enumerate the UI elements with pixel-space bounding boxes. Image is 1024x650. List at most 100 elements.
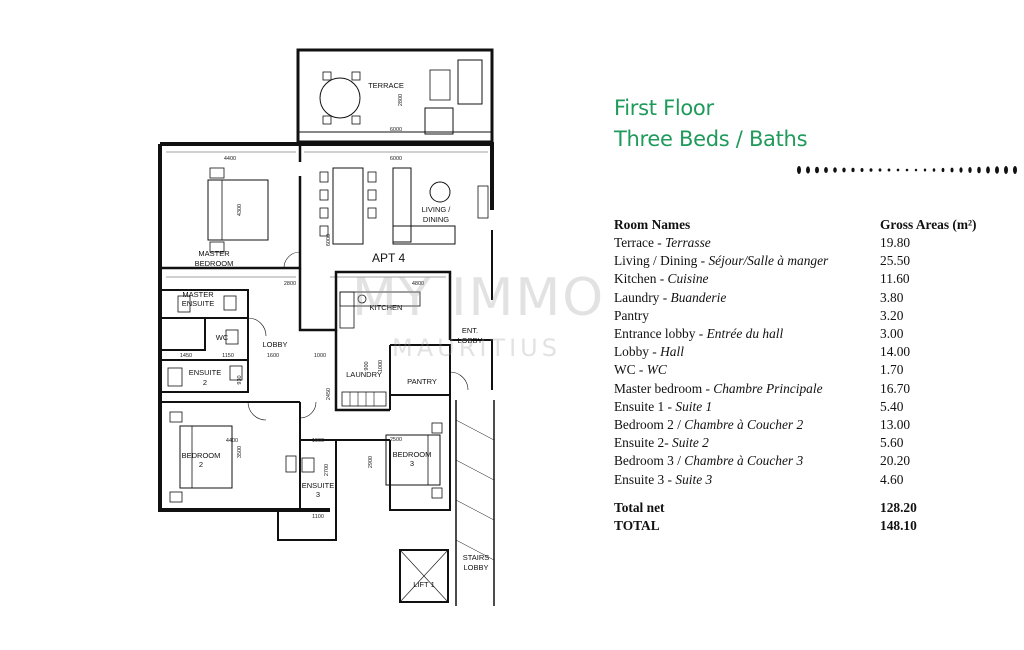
ensuite3-label-1: ENSUITE	[302, 481, 335, 490]
col-room-names: Room Names	[614, 217, 691, 232]
dim-900: 900	[364, 361, 370, 370]
room-area: 20.20	[880, 453, 911, 469]
table-row: Laundry - Buanderie 3.80	[614, 290, 994, 308]
dim-1000-a: 1000	[314, 353, 326, 359]
room-name-fr: Chambre Principale	[713, 380, 823, 396]
room-name-en: Ensuite 3 -	[614, 471, 676, 487]
room-area: 16.70	[880, 380, 911, 396]
dim-kitchen-w: 4800	[412, 281, 424, 287]
room-name-en: Laundry -	[614, 289, 671, 305]
room-area: 5.40	[880, 398, 904, 414]
dim-1150: 1150	[222, 353, 234, 359]
dining-table	[332, 167, 364, 245]
layout-heading: Three Beds / Baths	[614, 127, 808, 151]
terrace-label: TERRACE	[368, 81, 404, 90]
room-name: Kitchen - Cuisine	[614, 271, 708, 287]
table-row: Kitchen - Cuisine 11.60	[614, 271, 994, 289]
wc-label: WC	[216, 333, 229, 342]
master-label-1: MASTER	[198, 249, 230, 258]
room-name: Living / Dining - Séjour/Salle à manger	[614, 253, 828, 269]
watermark-line-1: MY IMMO	[352, 268, 606, 328]
room-name-en: Pantry	[614, 307, 649, 323]
room-name: Master bedroom - Chambre Principale	[614, 381, 823, 397]
dim-1100: 1100	[312, 514, 324, 520]
dim-bed2-w: 4400	[226, 438, 238, 444]
room-name-fr: Buanderie	[670, 289, 727, 305]
ensuite2-label-1: ENSUITE	[189, 368, 222, 377]
room-name-en: Kitchen -	[614, 271, 668, 287]
room-name-en: Bedroom 3 /	[614, 453, 685, 469]
table-row: Terrace - Terrasse 19.80	[614, 235, 994, 253]
dim-1450: 1450	[180, 353, 192, 359]
master-ensuite-label-1: MASTER	[182, 290, 214, 299]
dim-2800: 2800	[284, 281, 296, 287]
room-name-fr: Suite 3	[675, 471, 713, 487]
room-area: 11.60	[880, 271, 910, 287]
living-label-2: DINING	[423, 215, 449, 224]
watermark-line-2: MAURITIUS	[392, 334, 561, 362]
room-name-fr: Chambre à Coucher 2	[684, 417, 804, 432]
master-ensuite-label-2: ENSUITE	[182, 299, 215, 308]
room-area: 25.50	[880, 253, 911, 269]
total-label: TOTAL	[614, 518, 660, 533]
bed3-label-1: BEDROOM	[393, 450, 432, 459]
bed3-label-2: 3	[410, 459, 414, 468]
ent-lobby-label-2: LOBBY	[457, 336, 482, 345]
bed2-label-1: BEDROOM	[182, 451, 221, 460]
table-row: Living / Dining - Séjour/Salle à manger 2…	[614, 253, 994, 271]
col-gross-areas: Gross Areas (m²)	[880, 217, 977, 232]
room-name-en: Ensuite 1 -	[614, 398, 676, 414]
living-sofa	[392, 167, 412, 243]
room-name-fr: Chambre à Coucher 3	[684, 453, 804, 469]
room-name-en: WC -	[614, 362, 647, 378]
room-area: 3.80	[880, 289, 904, 305]
ent-lobby-label-1: ENT.	[462, 326, 478, 335]
room-area: 1.70	[880, 362, 904, 378]
room-name: Bedroom 2 / Chambre à Coucher 2	[614, 417, 803, 433]
room-area: 14.00	[880, 344, 911, 360]
dim-living-w: 6000	[390, 156, 402, 162]
room-name: Ensuite 2- Suite 2	[614, 435, 709, 451]
room-name: Pantry	[614, 308, 649, 324]
room-name-en: Entrance lobby -	[614, 326, 707, 341]
terrace-table	[319, 77, 361, 119]
room-area: 5.60	[880, 435, 904, 451]
room-name-fr: Hall	[660, 344, 684, 360]
floor-plan: TERRACE LIVING / DINING MASTER BEDROOM A…	[158, 48, 495, 606]
dim-2450: 2450	[326, 388, 332, 400]
dotted-divider	[797, 166, 1017, 174]
table-row: Bedroom 2 / Chambre à Coucher 2 13.00	[614, 417, 994, 435]
dim-terrace-w: 6000	[390, 127, 402, 133]
room-name: WC - WC	[614, 362, 667, 378]
apt-label: APT 4	[372, 251, 405, 265]
room-name-en: Lobby -	[614, 344, 661, 360]
total-row: TOTAL 148.10	[614, 518, 994, 536]
table-row: Master bedroom - Chambre Principale 16.70	[614, 381, 994, 399]
room-name-fr: Suite 1	[675, 398, 713, 414]
room-area: 3.00	[880, 326, 904, 341]
dim-master-h: 4300	[237, 204, 243, 216]
room-name-fr: WC	[646, 362, 667, 378]
pantry-label: PANTRY	[407, 377, 437, 386]
room-area: 13.00	[880, 417, 911, 432]
stairs-lobby-label-1: STAIRS	[463, 553, 490, 562]
dim-1000-c: 1000	[378, 360, 384, 372]
floor-heading: First Floor	[614, 96, 714, 120]
room-name-fr: Cuisine	[667, 271, 709, 287]
dim-bed3-h: 2900	[368, 456, 374, 468]
table-row: Ensuite 2- Suite 2 5.60	[614, 435, 994, 453]
room-name: Lobby - Hall	[614, 344, 684, 360]
room-name-fr: Suite 2	[672, 435, 709, 451]
room-name-en: Terrace -	[614, 235, 666, 250]
total-label: Total net	[614, 499, 665, 515]
table-row: Lobby - Hall 14.00	[614, 344, 994, 362]
room-name-fr: Terrasse	[665, 235, 711, 250]
room-name: Ensuite 3 - Suite 3	[614, 472, 712, 488]
lobby-label: LOBBY	[262, 340, 287, 349]
room-area: 19.80	[880, 235, 911, 250]
total-area: 148.10	[880, 518, 917, 533]
laundry-label: LAUNDRY	[346, 370, 382, 379]
room-name: Laundry - Buanderie	[614, 290, 726, 306]
